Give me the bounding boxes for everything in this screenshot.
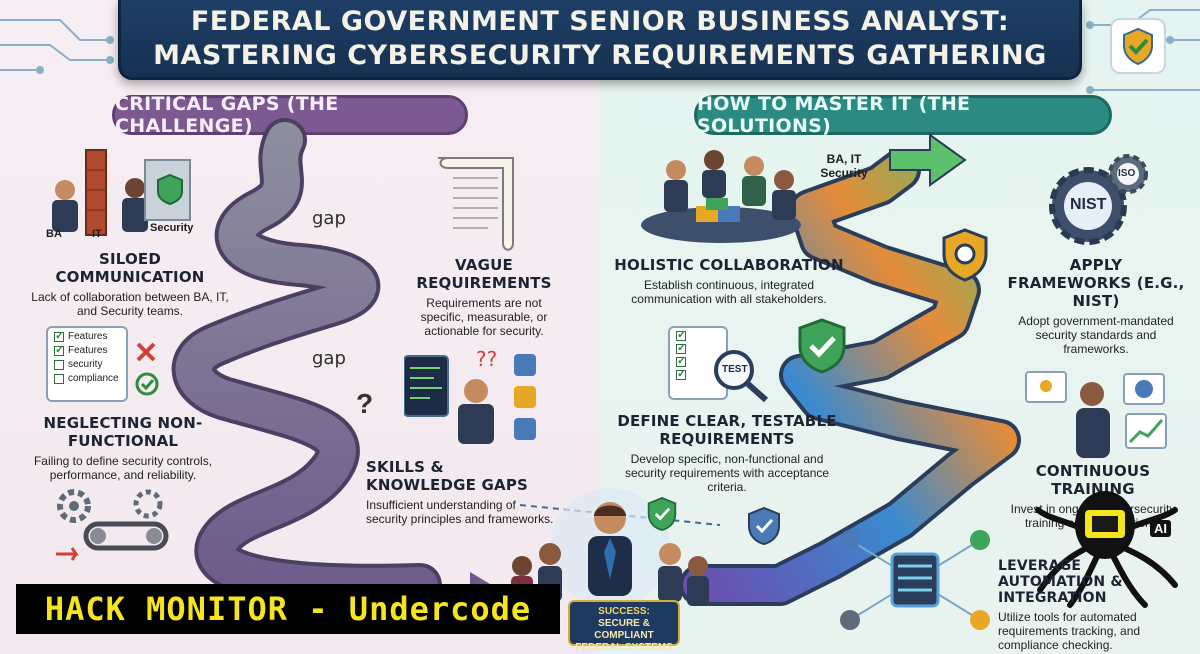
gap-label: gap bbox=[312, 348, 346, 369]
solution-heading: APPLY FRAMEWORKS (e.g., NIST) bbox=[1007, 256, 1185, 310]
checklist-item: security bbox=[68, 359, 103, 370]
test-label: TEST bbox=[722, 364, 748, 375]
checklist-item: Features bbox=[68, 345, 108, 356]
solution-heading: LEVERAGE AUTOMATION & INTEGRATION bbox=[998, 558, 1123, 606]
shield-check-icon bbox=[748, 506, 780, 546]
iso-label: ISO bbox=[1118, 168, 1136, 179]
challenge-desc: Failing to define security controls, per… bbox=[33, 454, 213, 482]
success-line-3: FEDERAL SYSTEMS bbox=[575, 642, 673, 653]
shield-check-icon bbox=[647, 497, 677, 531]
success-line-1: SUCCESS: bbox=[598, 606, 650, 617]
challenge-vague: VAGUE REQUIREMENTS Requirements are not … bbox=[414, 256, 554, 338]
solution-header: HOW TO MASTER IT (THE SOLUTIONS) bbox=[694, 93, 1112, 137]
solution-automation: LEVERAGE AUTOMATION & INTEGRATION Utiliz… bbox=[998, 558, 1188, 652]
shield-gear-icon bbox=[942, 228, 988, 282]
ai-label: AI bbox=[1150, 520, 1171, 537]
challenge-heading: NEGLECTING NON-FUNCTIONAL bbox=[43, 414, 203, 450]
success-banner: SUCCESS: SECURE & COMPLIANT FEDERAL SYST… bbox=[568, 600, 680, 653]
solution-desc: Utilize tools for automated requirements… bbox=[998, 610, 1141, 652]
solution-desc: Establish continuous, integrated communi… bbox=[631, 278, 827, 306]
challenge-nonfunctional: NEGLECTING NON-FUNCTIONAL Failing to def… bbox=[18, 414, 228, 482]
solution-heading: HOLISTIC COLLABORATION bbox=[614, 256, 844, 274]
cross-check-icons bbox=[135, 342, 159, 396]
team-puzzle-illustration bbox=[641, 150, 801, 243]
challenge-desc: Requirements are not specific, measurabl… bbox=[420, 296, 548, 338]
magnifier-test-icon bbox=[714, 350, 768, 403]
challenge-heading: VAGUE REQUIREMENTS bbox=[416, 256, 552, 292]
challenge-header: CRITICAL GAPS (THE CHALLENGE) bbox=[112, 93, 468, 137]
training-illustration bbox=[1025, 371, 1167, 458]
challenge-skills: SKILLS & KNOWLEDGE GAPS Insufficient und… bbox=[366, 458, 556, 526]
nist-gear-icon bbox=[1049, 154, 1148, 245]
challenge-heading: SKILLS & KNOWLEDGE GAPS bbox=[366, 458, 529, 494]
checklist-clipboard: Features Features security compliance bbox=[46, 326, 128, 402]
solution-desc: Adopt government-mandated security stand… bbox=[1018, 314, 1174, 356]
solution-frameworks: APPLY FRAMEWORKS (e.g., NIST) Adopt gove… bbox=[1006, 256, 1186, 356]
checklist-item: compliance bbox=[68, 373, 119, 384]
success-team-illustration bbox=[511, 488, 709, 608]
hacker-robot-icon bbox=[1035, 491, 1178, 608]
title-banner: FEDERAL GOVERNMENT SENIOR BUSINESS ANALY… bbox=[118, 0, 1082, 80]
automation-server-icon bbox=[840, 530, 990, 630]
challenge-desc: Insufficient understanding of security p… bbox=[366, 498, 554, 526]
label-it: IT bbox=[92, 228, 102, 240]
label-ba-it-security: BA, IT Security bbox=[820, 152, 868, 180]
svg-text:??: ?? bbox=[476, 347, 497, 371]
nist-label: NIST bbox=[1070, 196, 1107, 213]
challenge-desc: Lack of collaboration between BA, IT, an… bbox=[31, 290, 229, 318]
question-mark-icon: ? bbox=[356, 388, 374, 419]
watermark-banner: HACK MONITOR - Undercode bbox=[16, 584, 560, 634]
shield-check-icon bbox=[1110, 18, 1166, 74]
title-line-1: FEDERAL GOVERNMENT SENIOR BUSINESS ANALY… bbox=[190, 5, 1010, 37]
checklist-item: Features bbox=[68, 331, 108, 342]
challenge-heading: SILOED COMMUNICATION bbox=[55, 250, 205, 286]
analyst-thinking-illustration: ?? bbox=[404, 347, 536, 444]
requirements-scroll-icon bbox=[438, 157, 514, 251]
gears-icon bbox=[56, 489, 169, 561]
siloed-team-illustration bbox=[52, 149, 191, 236]
solution-collaboration: HOLISTIC COLLABORATION Establish continu… bbox=[614, 256, 844, 306]
challenge-siloed: SILOED COMMUNICATION Lack of collaborati… bbox=[30, 250, 230, 318]
label-ba: BA bbox=[46, 228, 62, 240]
solution-heading: DEFINE CLEAR, TESTABLE REQUIREMENTS bbox=[617, 412, 837, 448]
shield-check-icon bbox=[798, 318, 846, 374]
solution-desc: Develop specific, non-functional and sec… bbox=[624, 452, 830, 494]
label-security: Security bbox=[150, 222, 194, 234]
solution-testable: DEFINE CLEAR, TESTABLE REQUIREMENTS Deve… bbox=[612, 412, 842, 494]
success-line-2: SECURE & COMPLIANT bbox=[594, 618, 654, 641]
title-line-2: MASTERING CYBERSECURITY REQUIREMENTS GAT… bbox=[153, 39, 1047, 71]
gap-label: gap bbox=[312, 208, 346, 229]
